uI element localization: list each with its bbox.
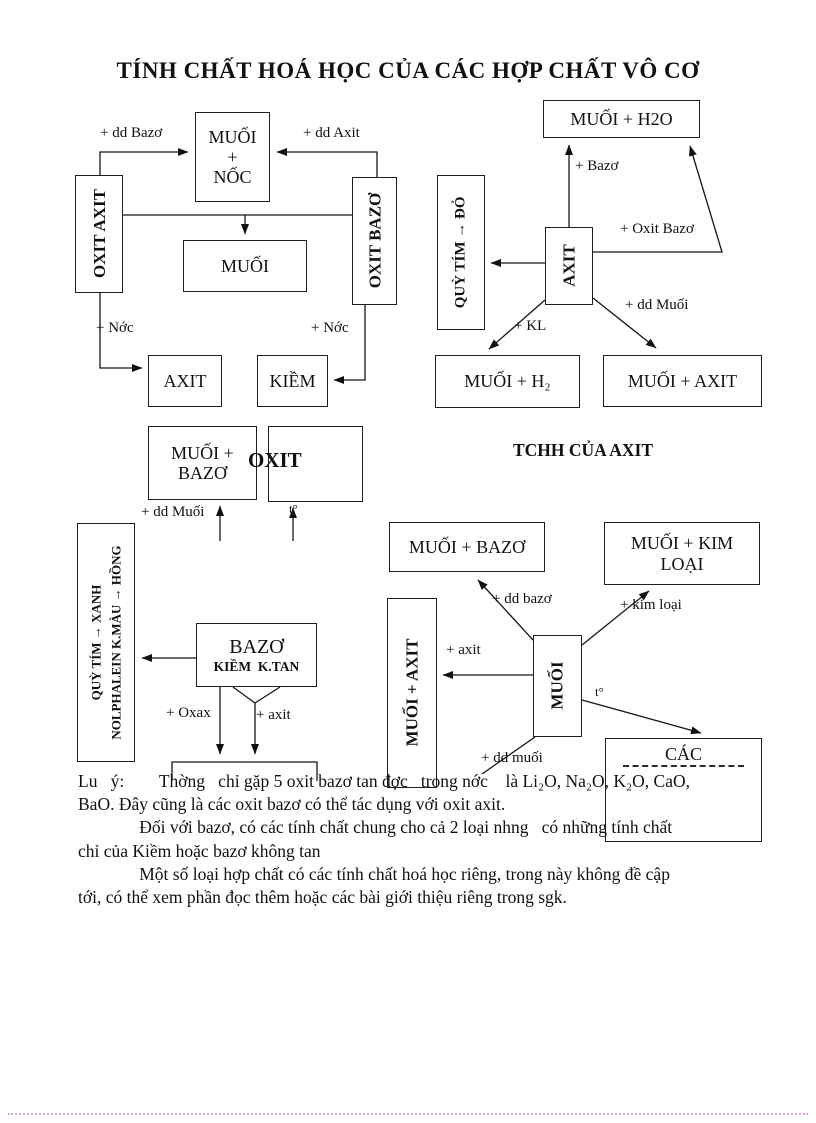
label-dd-bazo-muoi: + dd bazơ — [492, 591, 552, 607]
box-axit-center: AXIT — [545, 227, 593, 305]
box-muoi-kim-loai: MUỐI + KIM LOẠI — [604, 522, 760, 585]
box-muoi-bazo-mid-line1: MUỐI + — [171, 442, 234, 463]
box-muoi-kim-loai-line2: LOẠI — [660, 553, 704, 574]
label-axit-bazo: + axit — [256, 707, 291, 723]
box-quy-tim-xanh-line1: QUỲ TÍM → XANH — [88, 584, 104, 701]
notes-line-3: Đối với bazơ, có các tính chất chung cho… — [78, 817, 673, 838]
notes-line-2: BaO. Đây cũng là các oxit bazơ có thể tá… — [78, 794, 506, 815]
box-quy-tim-do-label: QUỲ TÍM → ĐỎ — [452, 196, 469, 309]
box-muoi-bazo-bottom: MUỐI + BAZƠ — [389, 522, 545, 572]
heading-tchh-cua-axit: TCHH CỦA AXIT — [513, 440, 654, 460]
label-dd-muoi-muoi: + dd muối — [481, 750, 543, 766]
label-kl: + KL — [514, 318, 547, 334]
page-title: TÍNH CHẤT HOÁ HỌC CỦA CÁC HỢP CHẤT VÔ CƠ — [116, 58, 700, 83]
label-dd-muoi-bazo: + dd Muối — [141, 504, 205, 520]
box-bazo: BAZƠ KIỀM K.TAN — [196, 623, 317, 687]
box-oxit-mid — [268, 426, 363, 502]
box-muoi-h2-label: MUỐI + H₂ — [464, 371, 551, 392]
notes-line-6: tới, có thể xem phần đọc thêm hoặc các b… — [78, 887, 567, 908]
label-dd-bazo: + dd Bazơ — [100, 125, 163, 141]
box-muoi-h2: MUỐI + H₂ — [435, 355, 580, 408]
label-kim-loai: + kim loại — [620, 597, 682, 613]
box-axit-center-label: AXIT — [559, 244, 579, 288]
box-oxit-bazo-label: OXIT BAZƠ — [364, 193, 384, 289]
box-muoi-bazo-mid-line2: BAZƠ — [178, 463, 227, 483]
box-muoi-h2o-label: MUỐI + H2O — [570, 108, 673, 129]
label-dd-axit: + dd Axit — [303, 125, 360, 141]
box-cac-label: CÁC — [664, 744, 702, 764]
box-muoi-axit-top-label: MUỐI + AXIT — [627, 370, 738, 391]
box-oxit-axit-label: OXIT AXIT — [89, 189, 109, 279]
box-muoi-bazo-mid: MUỐI + BAZƠ — [148, 426, 257, 500]
page-bottom-dotted-line — [8, 1113, 808, 1115]
box-muoi-label: MUỐI — [221, 255, 269, 276]
box-muoi-bazo-bottom-label: MUỐI + BAZƠ — [408, 536, 526, 557]
box-muoi-axit-left: MUỐI + AXIT — [387, 598, 437, 788]
notes-line-5: Một số loại hợp chất có các tính chất ho… — [78, 863, 670, 884]
box-muoi-kim-loai-line1: MUỐI + KIM — [630, 533, 734, 554]
box-bazo-line1: BAZƠ — [229, 636, 284, 659]
box-cac: CÁC — [605, 738, 762, 842]
label-t0-muoi: t° — [595, 684, 604, 699]
box-kiem-label: KIỀM — [269, 370, 316, 391]
label-dd-muoi-axit: + dd Muối — [625, 297, 689, 313]
box-axit: AXIT — [148, 355, 222, 407]
notes-line-4: chỉ của Kiềm hoặc bazơ không tan — [78, 840, 321, 861]
box-muoi-nuoc: MUỐI + NỐC — [195, 112, 270, 202]
box-muoi-nuoc-line2: + — [227, 146, 238, 167]
box-muoi-nuoc-line1: MUỐI — [208, 126, 257, 147]
label-axit-muoi: + axit — [446, 642, 481, 658]
box-muoi-axit-top: MUỐI + AXIT — [603, 355, 762, 407]
box-bazo-line2: KIỀM K.TAN — [213, 658, 300, 674]
box-cac-obscured-text — [623, 765, 744, 768]
label-bazo: + Bazơ — [575, 158, 619, 174]
label-oxit-bazo: + Oxit Bazơ — [620, 221, 694, 237]
box-axit-label: AXIT — [163, 370, 207, 391]
box-muoi-center-label: MUỐI — [547, 661, 567, 711]
label-t0-bazo: t° — [289, 501, 298, 516]
box-oxit-bazo: OXIT BAZƠ — [352, 177, 397, 305]
label-nuoc-right: + Nớc — [311, 320, 349, 336]
box-oxit-mid-label: OXIT — [248, 448, 302, 472]
box-kiem: KIỀM — [257, 355, 328, 407]
box-muoi-axit-left-label: MUỐI + AXIT — [402, 639, 422, 747]
label-nuoc-left: + Nớc — [96, 320, 134, 336]
box-muoi: MUỐI — [183, 240, 307, 292]
box-oxit-axit: OXIT AXIT — [75, 175, 123, 293]
box-quy-tim-xanh: QUỲ TÍM → XANH NOLPHALEIN K.MÀU → HỒNG — [77, 523, 135, 762]
box-quy-tim-xanh-line2: NOLPHALEIN K.MÀU → HỒNG — [108, 545, 124, 740]
box-muoi-nuoc-line3: NỐC — [213, 167, 252, 188]
box-muoi-h2o: MUỐI + H2O — [543, 100, 700, 138]
box-quy-tim-do: QUỲ TÍM → ĐỎ — [437, 175, 485, 330]
label-oxax: + Oxax — [166, 705, 211, 721]
notes-line-1: Lu ý: Thờng chỉ gặp 5 oxit bazơ tan đợc … — [78, 771, 690, 791]
box-muoi-center: MUỐI — [533, 635, 582, 737]
notes-paragraph: Lu ý: Thờng chỉ gặp 5 oxit bazơ tan đợc … — [78, 770, 754, 909]
